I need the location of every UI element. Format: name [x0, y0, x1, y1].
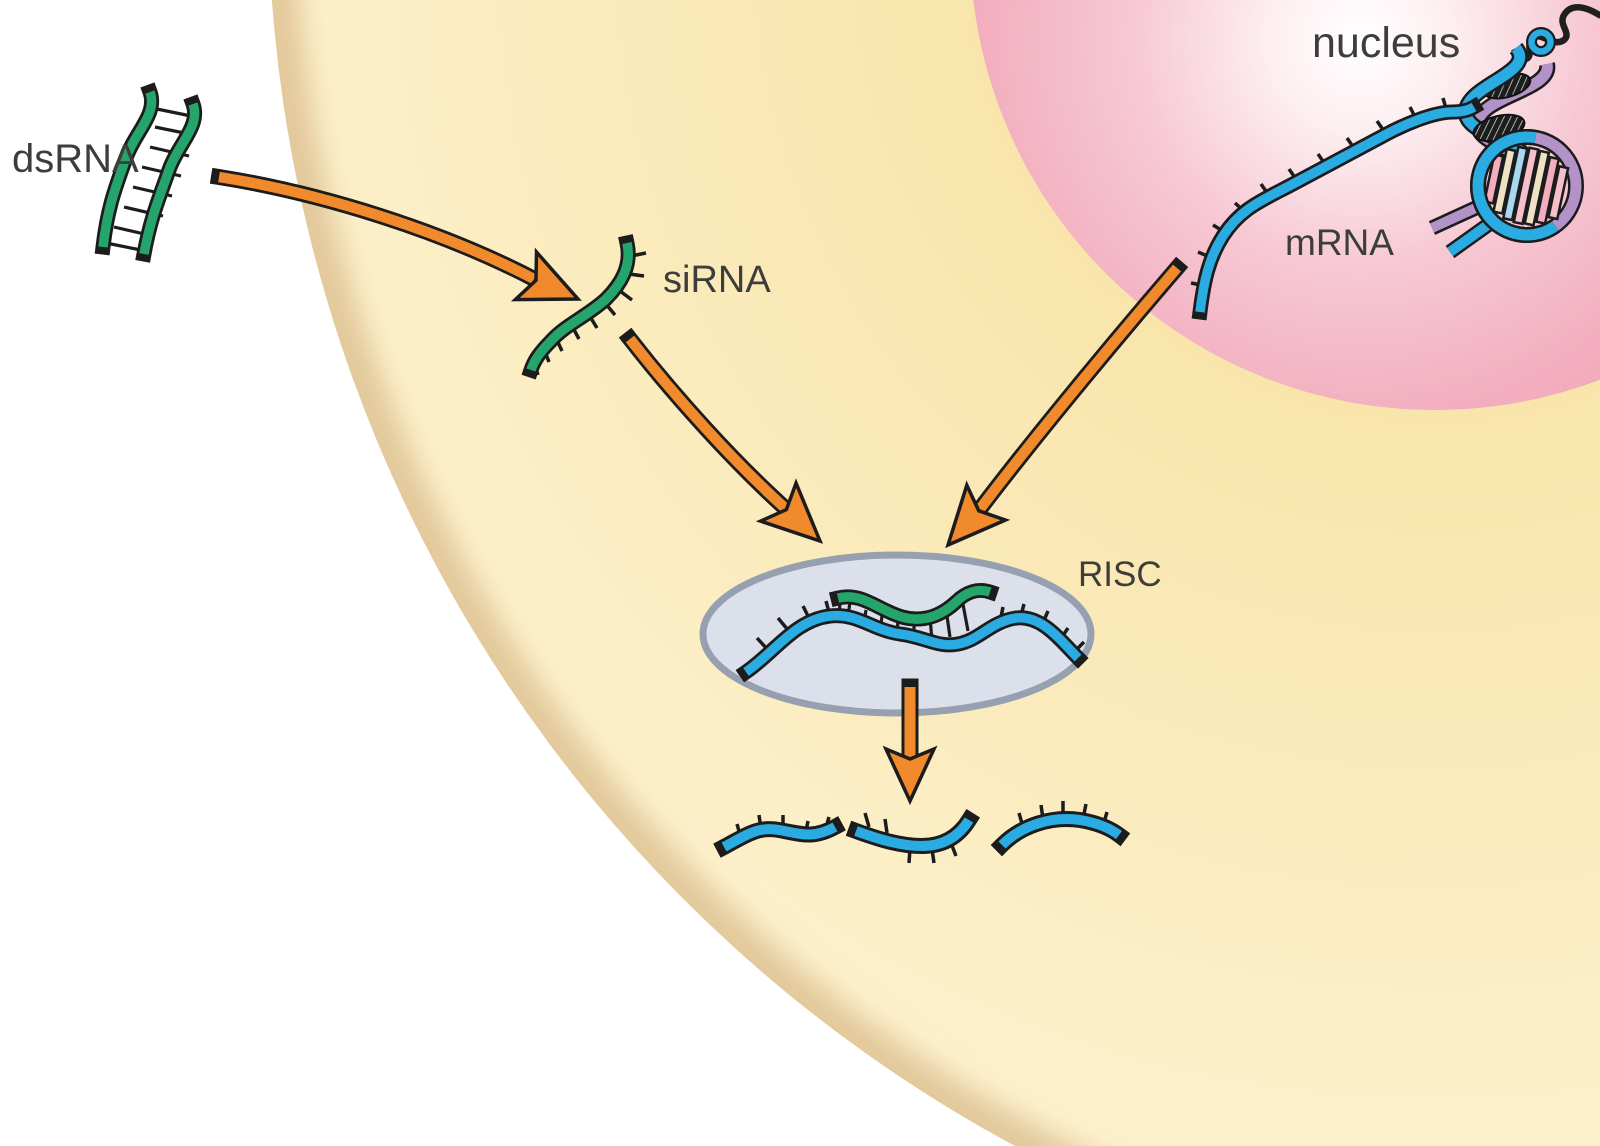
arrow-shaft — [975, 264, 1181, 513]
dna-top-loop — [1528, 29, 1554, 55]
arrow-dsrna-to-sirna — [209, 167, 582, 302]
dna-chromatin — [1428, 4, 1600, 259]
dna-open-loop — [1470, 129, 1584, 243]
nucleus-label: nucleus — [1312, 19, 1460, 67]
sirna-label: siRNA — [663, 259, 771, 301]
arrow-shaft — [218, 171, 537, 284]
sirna-molecule — [521, 234, 647, 380]
arrow-head — [945, 480, 1011, 549]
fragment-path — [721, 822, 838, 852]
risc-sirna-strand — [836, 585, 992, 624]
mrna-fragments — [713, 801, 1131, 864]
arrow-risc-to-fragments — [882, 678, 938, 806]
dsrna-label: dsRNA — [12, 137, 139, 181]
base-pair-rungs — [1482, 145, 1570, 227]
arrow-head — [755, 478, 824, 544]
dna-tails — [1428, 199, 1497, 259]
arrow-head — [510, 247, 582, 302]
dsrna-molecule — [94, 82, 203, 263]
risc-complex — [699, 551, 1095, 717]
dsrna-strand-left — [98, 90, 157, 248]
fragment-path — [854, 817, 974, 852]
dna-tail-purple — [1429, 201, 1483, 233]
loop-blue-arc — [1472, 131, 1559, 241]
dsrna-ladder-fill — [103, 92, 195, 254]
mrna-fragment-3 — [990, 801, 1131, 857]
mrna-strand — [1190, 96, 1485, 321]
arrow-shaft — [625, 335, 790, 513]
sirna-path — [526, 241, 633, 372]
mrna-path — [1195, 102, 1477, 313]
fragment-path — [998, 814, 1122, 849]
mrna-label: mRNA — [1285, 222, 1394, 263]
arrow-mrna-to-risc — [945, 256, 1189, 549]
risc-label: RISC — [1078, 555, 1162, 594]
mrna-fragment-1 — [713, 814, 846, 858]
dsrna-strand-right — [139, 102, 200, 255]
dna-tail-blue — [1447, 217, 1495, 257]
arrow-sirna-to-risc — [618, 327, 824, 544]
risc-mrna-strand — [743, 610, 1082, 676]
mrna-fragment-2 — [845, 808, 981, 864]
arrow-head — [882, 745, 938, 806]
